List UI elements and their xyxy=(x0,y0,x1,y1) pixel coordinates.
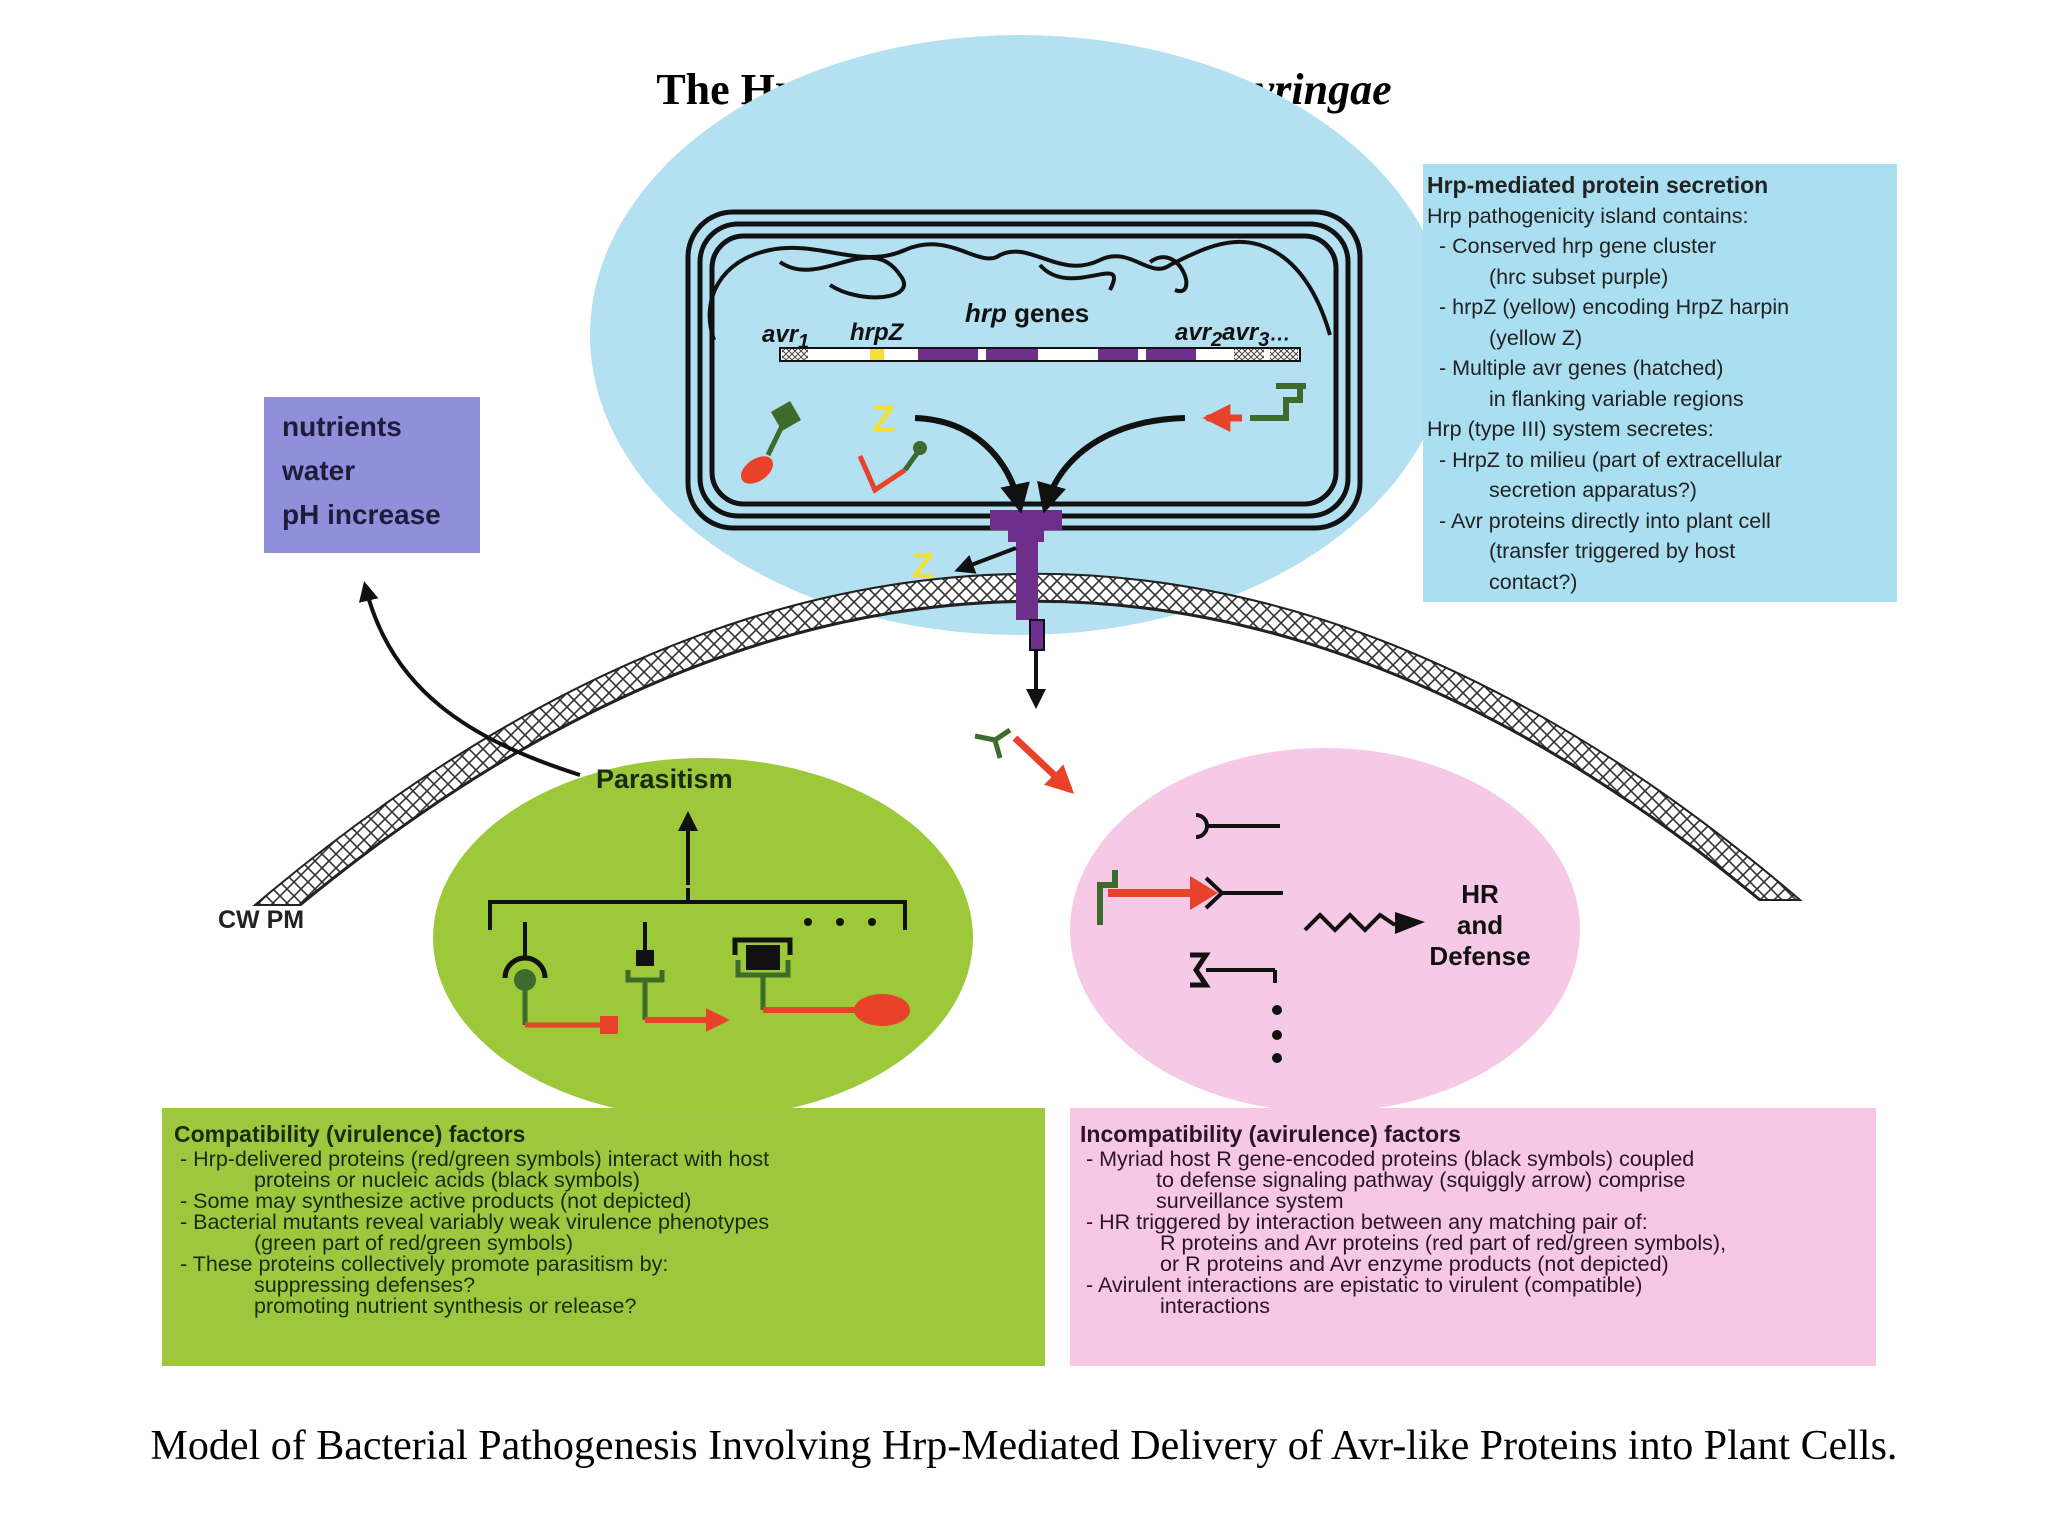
bacterium-background xyxy=(590,35,1450,635)
hrp-box-line: - hrpZ (yellow) encoding HrpZ harpin xyxy=(1439,295,1790,319)
hrpz-export-arrow xyxy=(954,546,1017,574)
incompat-line: surveillance system xyxy=(1156,1189,1344,1213)
hrp-box-line: contact?) xyxy=(1489,569,1578,594)
incompat-line: - HR triggered by interaction between an… xyxy=(1086,1210,1648,1234)
hrp-box-line: (hrc subset purple) xyxy=(1489,264,1669,289)
hrp-box-line: (transfer triggered by host xyxy=(1489,539,1736,563)
hrp-box-line: - HrpZ to milieu (part of extracellular xyxy=(1439,447,1782,472)
compat-line: proteins or nucleic acids (black symbols… xyxy=(254,1168,640,1192)
hrp-box-line: (yellow Z) xyxy=(1489,325,1583,350)
avr-protein-2 xyxy=(857,441,927,494)
hrp-box-line: secretion apparatus?) xyxy=(1489,478,1697,502)
chromosome xyxy=(707,239,1332,341)
secretion-arrow-right xyxy=(1037,415,1186,514)
incompat-line: to defense signaling pathway (squiggly a… xyxy=(1156,1168,1686,1192)
hrp-box-line: - Multiple avr genes (hatched) xyxy=(1439,356,1724,380)
defense-label: Defense xyxy=(1429,941,1530,971)
injected-avr-protein xyxy=(974,727,1075,794)
hrp-box-line: - Conserved hrp gene cluster xyxy=(1439,234,1717,258)
nutrients-text: nutrients xyxy=(282,411,402,442)
incompat-line: or R proteins and Avr enzyme products (n… xyxy=(1160,1252,1669,1276)
avr2-avr3-label: avr2avr3··· xyxy=(1175,319,1289,351)
incompat-line: - Avirulent interactions are epistatic t… xyxy=(1086,1273,1643,1297)
compat-line: - These proteins collectively promote pa… xyxy=(180,1252,669,1276)
incompat-heading: Incompatibility (avirulence) factors xyxy=(1080,1121,1461,1147)
hrp-genes-label: hrp genes xyxy=(965,298,1089,328)
hrpz-protein-z: Z xyxy=(872,399,895,441)
compat-line: promoting nutrient synthesis or release? xyxy=(254,1294,637,1318)
compat-heading: Compatibility (virulence) factors xyxy=(174,1121,526,1147)
compat-line: (green part of red/green symbols) xyxy=(254,1231,574,1255)
hrp-box-heading: Hrp-mediated protein secretion xyxy=(1427,172,1769,198)
water-text: water xyxy=(282,455,356,486)
incompatibility-box: Incompatibility (avirulence) factors - M… xyxy=(1070,1108,1876,1366)
incompat-line: - Myriad host R gene-encoded proteins (b… xyxy=(1086,1147,1695,1171)
gene-bar xyxy=(779,347,1301,362)
parasitism-label: Parasitism xyxy=(596,764,733,794)
secretion-needle xyxy=(1029,619,1045,651)
cw-pm-label: CW PM xyxy=(218,906,304,934)
hrp-secretion-box: Hrp-mediated protein secretion Hrp patho… xyxy=(1423,164,1897,602)
compat-line: - Hrp-delivered proteins (red/green symb… xyxy=(180,1147,770,1171)
and-label: and xyxy=(1457,910,1503,940)
hrpz-gene-label: hrpZ xyxy=(850,319,905,346)
hrp-box-line: Hrp pathogenicity island contains: xyxy=(1427,203,1749,228)
compat-line: suppressing defenses? xyxy=(254,1273,476,1297)
secreted-z: Z xyxy=(912,545,934,586)
hrp-box-line: in flanking variable regions xyxy=(1489,386,1744,411)
secretion-arrow-left xyxy=(914,415,1030,514)
nutrients-box: nutrients water pH increase xyxy=(264,397,480,553)
avr-protein-1 xyxy=(740,400,802,484)
hr-label: HR xyxy=(1461,879,1499,909)
compat-line: - Some may synthesize active products (n… xyxy=(180,1189,692,1213)
compatibility-box: Compatibility (virulence) factors - Hrp-… xyxy=(162,1108,1045,1366)
parasitism-to-nutrients-arrow xyxy=(358,581,581,777)
ph-increase-text: pH increase xyxy=(282,499,441,530)
figure-caption: Model of Bacterial Pathogenesis Involvin… xyxy=(150,1423,1898,1469)
incompat-line: R proteins and Avr proteins (red part of… xyxy=(1160,1231,1727,1255)
hrp-box-line: - Avr proteins directly into plant cell xyxy=(1439,508,1771,533)
compatibility-ellipse xyxy=(433,758,973,1118)
compatibility-symbols xyxy=(488,811,910,1034)
avr1-label: avr1 xyxy=(762,321,809,353)
compat-line: - Bacterial mutants reveal variably weak… xyxy=(180,1210,770,1234)
incompat-line: interactions xyxy=(1160,1294,1270,1318)
r-protein-symbols xyxy=(1097,813,1425,1063)
avr-protein-3 xyxy=(1202,383,1306,432)
incompatibility-ellipse xyxy=(1070,748,1580,1112)
hrp-box-line: Hrp (type III) system secretes: xyxy=(1427,417,1714,441)
secretion-apparatus xyxy=(990,510,1062,620)
